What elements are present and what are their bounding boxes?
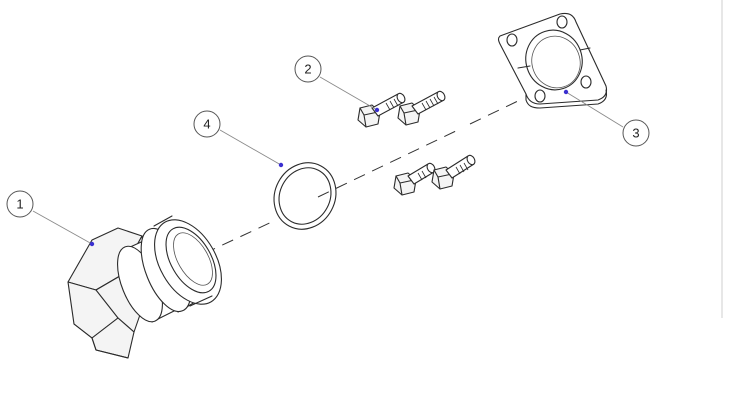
balloon-circle (193, 110, 221, 138)
part-bolts (357, 90, 476, 196)
callout-label: 4 (203, 117, 210, 132)
leader-anchors (89, 89, 569, 247)
balloon-circle (622, 119, 650, 147)
bolt-lower-left (393, 162, 436, 196)
bolt-upper-right (397, 90, 446, 126)
callout-3: 3 (622, 119, 650, 147)
leader-2 (319, 76, 378, 111)
balloon-circle (294, 55, 322, 83)
part-square-flange (497, 12, 608, 109)
callout-1: 1 (6, 190, 34, 218)
part-hex-nut-fitting (67, 215, 222, 359)
anchor-dot-4 (278, 162, 284, 168)
callout-label: 1 (16, 197, 23, 212)
leader-lines (32, 76, 624, 245)
callout-2: 2 (294, 55, 322, 83)
callout-label: 2 (304, 62, 311, 77)
anchor-dot-1 (89, 241, 95, 247)
balloon-circle (6, 190, 34, 218)
anchor-dot-2 (374, 107, 380, 113)
assembly-axis (185, 99, 521, 263)
leader-3 (565, 91, 624, 128)
anchor-dot-3 (563, 89, 569, 95)
bolt-upper-left (357, 92, 406, 128)
callout-label: 3 (632, 126, 639, 141)
bolt-lower-right (431, 154, 476, 190)
leader-1 (32, 210, 93, 245)
leader-4 (219, 129, 282, 166)
part-o-ring (273, 162, 337, 230)
callout-4: 4 (193, 110, 221, 138)
